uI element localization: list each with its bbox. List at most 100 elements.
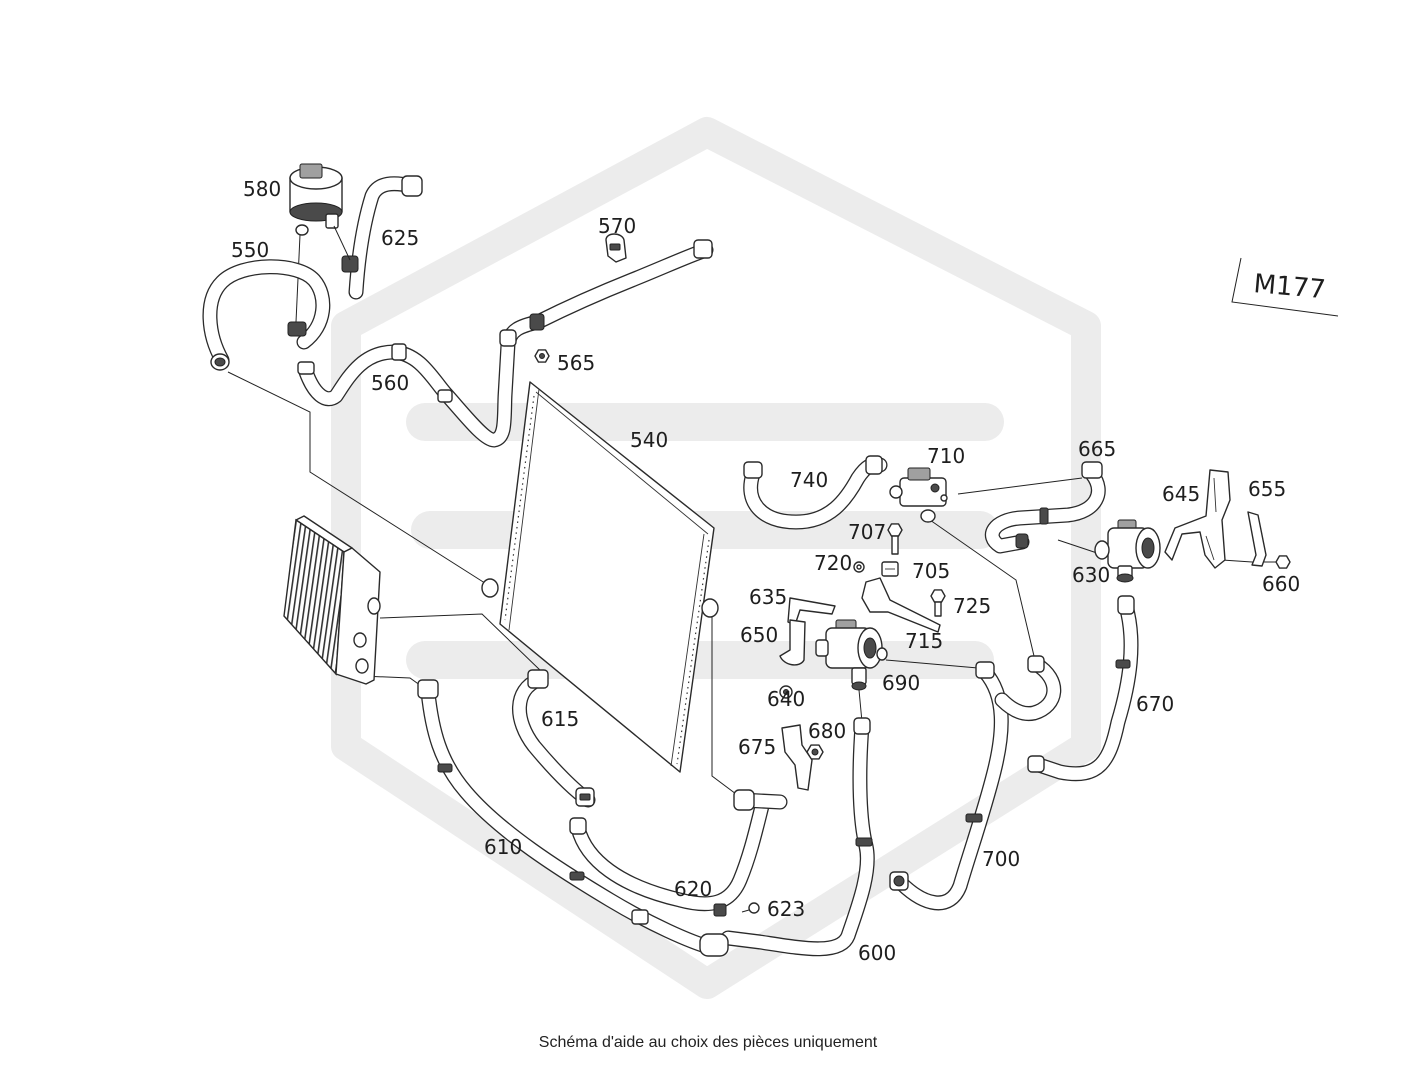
end-fitting [417,679,439,699]
radiator-top-edge [535,391,709,535]
callouts: 580 625 550 570 565 560 540 710 740 665 … [231,177,1300,965]
callout-705[interactable]: 705 [912,559,950,583]
callout-630[interactable]: 630 [1072,563,1110,587]
leader-line [227,371,489,586]
small-parts [534,233,1291,914]
callout-690[interactable]: 690 [882,671,920,695]
aux-radiator-tank [335,547,381,685]
washer-720-hole [856,564,862,570]
callout-580[interactable]: 580 [243,177,281,201]
callout-715[interactable]: 715 [905,629,943,653]
radiator-side-tank-left [508,388,540,631]
callout-665[interactable]: 665 [1078,437,1116,461]
elbow-connector [499,329,517,347]
callout-680[interactable]: 680 [808,719,846,743]
aux-radiator-port-lower [355,658,369,674]
pump-end-detail [1141,537,1155,559]
clip-650 [779,619,806,666]
callout-550[interactable]: 550 [231,238,269,262]
connector [391,343,407,361]
clamp [297,361,315,375]
screw-623-head [748,902,760,914]
pump-outlet [325,213,339,229]
callout-635[interactable]: 635 [749,585,787,609]
end-fitting [853,717,871,735]
callout-675[interactable]: 675 [738,735,776,759]
bracket-635 [787,597,836,626]
bolt-707-head [887,523,903,537]
callout-570[interactable]: 570 [598,214,636,238]
bolt-725-head [930,589,946,603]
bolt-725-shank [934,601,942,617]
leader-line [1057,539,1101,555]
pump-side-port [876,647,888,661]
pump-630 [1094,519,1161,583]
clamp [1015,533,1029,549]
bracket-715 [861,577,941,633]
callout-700[interactable]: 700 [982,847,1020,871]
callout-660[interactable]: 660 [1262,572,1300,596]
callout-625[interactable]: 625 [381,226,419,250]
callout-710[interactable]: 710 [927,444,965,468]
clamp [965,813,983,823]
callout-560[interactable]: 560 [371,371,409,395]
callout-655[interactable]: 655 [1248,477,1286,501]
radiator-side-dots-left [504,395,535,621]
nut-680-hole [811,748,819,756]
callout-565[interactable]: 565 [557,351,595,375]
fitting-ring [214,357,226,367]
callout-623[interactable]: 623 [767,897,805,921]
clamp [437,389,453,403]
hose-body [210,267,323,360]
end-fitting [1027,755,1045,773]
valve-detail [930,483,940,493]
valve-inlet [889,485,903,499]
pump-electrical-connector [299,163,323,179]
pump-580 [289,163,351,261]
callout-670[interactable]: 670 [1136,692,1174,716]
valve-body [899,477,947,507]
clip-570-detail [609,243,621,251]
screw-565-center [539,353,545,359]
bracket-655 [1247,511,1267,567]
clamp [287,321,307,337]
clamp [437,763,453,773]
model-code: M177 [1252,269,1326,305]
elbow-connector [733,789,755,811]
callout-615[interactable]: 615 [541,707,579,731]
leader-line [1221,559,1276,563]
pump-inlet [295,224,309,236]
callout-540[interactable]: 540 [630,428,668,452]
callout-650[interactable]: 650 [740,623,778,647]
clamp [529,313,545,331]
callout-640[interactable]: 640 [767,687,805,711]
callout-645[interactable]: 645 [1162,482,1200,506]
callout-725[interactable]: 725 [953,594,991,618]
end-fitting [1117,595,1135,615]
aux-radiator-port-middle [353,632,367,648]
leader-line [858,689,863,723]
callout-720[interactable]: 720 [814,551,852,575]
radiator-port-right [701,598,719,618]
clamp [569,871,585,881]
hose-fittings [210,175,1135,957]
valve-710 [889,467,948,523]
callout-600[interactable]: 600 [858,941,896,965]
callout-620[interactable]: 620 [674,877,712,901]
model-tag: M177 [1231,257,1339,317]
callout-707[interactable]: 707 [848,520,886,544]
pump-inlet [1094,540,1110,560]
bracket-645 [1164,469,1231,569]
end-fitting [865,455,883,475]
leader-line [379,613,543,673]
valve-detail [940,494,948,502]
callout-740[interactable]: 740 [790,468,828,492]
bracket-645-detail [1205,477,1217,561]
callout-610[interactable]: 610 [484,835,522,859]
leader-line [711,614,737,795]
pump-end-detail [863,637,877,659]
radiator-540 [499,381,715,773]
end-fitting [975,661,995,679]
radiator-side-tank-right [670,533,705,767]
